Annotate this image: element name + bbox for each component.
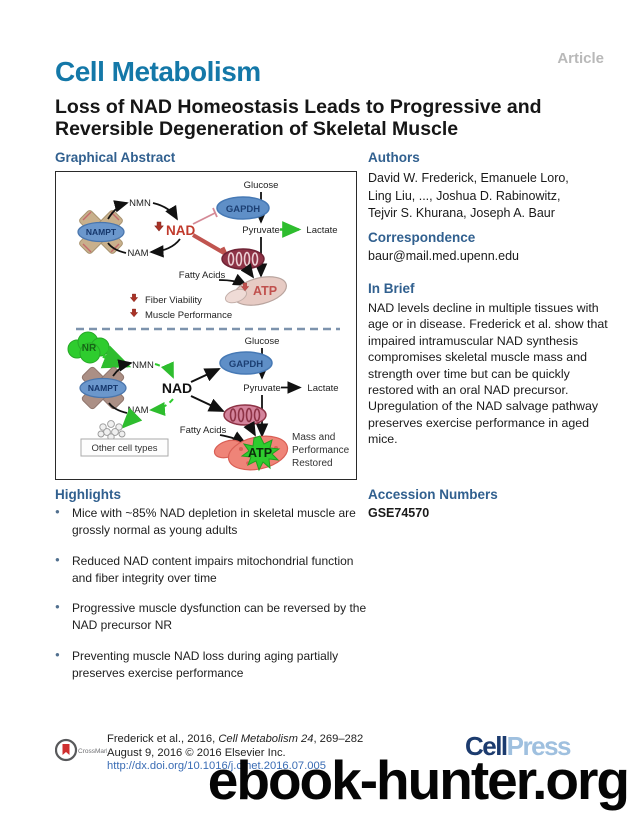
restored-caption: Mass and Performance Restored [292,432,350,469]
nad-to-mito-arrow-bottom [190,395,225,412]
authors-header: Authors [368,150,420,165]
highlight-item: Preventing muscle NAD loss during aging … [55,648,370,683]
svg-text:Fiber Viability: Fiber Viability [145,295,202,306]
citation-line: Frederick et al., 2016, Cell Metabolism … [107,733,364,745]
svg-text:Mass and: Mass and [292,432,335,443]
mitochondria-icon-bottom [223,404,267,426]
nampt-to-nmn-arrow-top [107,200,129,220]
fatty-acids-label-top: Fatty Acids [179,270,226,281]
nad-to-nam-dashed-arrow [149,398,174,416]
lactate-label-top: Lactate [306,225,337,236]
gapdh-label-bottom: GAPDH [229,359,263,370]
correspondence-header: Correspondence [368,230,476,245]
atp-starburst-icon [240,435,281,472]
in-brief-text: NAD levels decline in multiple tissues w… [368,301,608,447]
graphical-abstract-header: Graphical Abstract [55,150,176,165]
ebook-watermark: ebook-hunter.org [207,749,628,811]
atp-label-bottom: ATP [248,446,272,460]
nam-to-nampt-arrow-top [107,242,127,254]
gapdh-node-bottom: GAPDH [219,351,273,375]
nad-inhibits-gapdh-line [192,207,218,225]
muscle-icon-bottom: ATP [213,435,289,472]
citation-journal-volume: Cell Metabolism 24 [218,733,314,745]
nam-label-bottom: NAM [127,405,148,416]
citation-block: Frederick et al., 2016, Cell Metabolism … [107,733,363,774]
accession-numbers-header: Accession Numbers [368,487,498,502]
top-panel: Glucose GAPDH Pyruvate Lactate [77,180,338,321]
paper-title: Loss of NAD Homeostasis Leads to Progres… [55,96,603,140]
nad-to-nam-arrow-top [149,238,181,258]
glucose-label-top: Glucose [244,180,279,191]
svg-text:Performance: Performance [292,445,350,456]
nampt-knockout-icon-bottom: NAMPT [79,366,127,410]
nmn-label-bottom: NMN [132,360,154,371]
nampt-label-bottom: NAMPT [88,383,119,393]
paper-title-line1: Loss of NAD Homeostasis Leads to Progres… [55,96,542,118]
other-cell-types-box: Other cell types [80,438,169,457]
pyruvate-label-top: Pyruvate [242,225,280,236]
other-cell-types-label: Other cell types [92,443,158,454]
nad-to-gapdh-arrow-bottom [190,368,221,383]
svg-text:Restored: Restored [292,458,333,469]
nam-to-other-cells-arrow [121,407,143,429]
highlights-header: Highlights [55,487,121,502]
author-line: David W. Frederick, Emanuele Loro, [368,171,569,185]
bottom-panel: NR NMN NAMPT NAD NAM [67,331,350,472]
highlights-list: Mice with ~85% NAD depletion in skeletal… [55,505,370,695]
journal-logo: Cell Metabolism [55,56,261,87]
fatty-acids-label-bottom: Fatty Acids [180,425,227,436]
paper-title-line2: Reversible Degeneration of Skeletal Musc… [55,117,459,140]
accession-number: GSE74570 [368,506,430,520]
fiber-viability-line: Fiber Viability [129,293,202,306]
nampt-knockout-icon-top: NAMPT [77,210,125,254]
graphical-abstract-figure: Glucose GAPDH Pyruvate Lactate [55,171,357,480]
crossmark-icon: CrossMark [54,738,110,762]
copyright-line: August 9, 2016 © 2016 Elsevier Inc. [107,746,286,759]
author-names: David W. Frederick, Emanuele Loro, Ling … [368,170,614,223]
in-brief-header: In Brief [368,281,415,296]
lactate-label-bottom: Lactate [307,383,338,394]
pyruvate-label-bottom: Pyruvate [243,383,281,394]
gapdh-label-top: GAPDH [226,204,260,215]
correspondence-email: baur@mail.med.upenn.edu [368,249,519,263]
highlight-item: Reduced NAD content impairs mitochondria… [55,553,370,588]
crossmark-logo[interactable]: CrossMark [54,737,110,768]
nad-decreased-top: NAD [154,221,195,238]
author-line: Tejvir S. Khurana, Joseph A. Baur [368,206,555,220]
nad-label-top: NAD [166,223,195,238]
highlight-item: Progressive muscle dysfunction can be re… [55,600,370,635]
atp-label-top: ATP [253,284,277,298]
nampt-label-top: NAMPT [86,227,117,237]
gapdh-node-top: GAPDH [216,196,270,220]
nr-blob-icon: NR [67,331,110,364]
nmn-to-nad-arrow-top [152,202,178,221]
nr-label: NR [82,343,97,354]
other-cell-types-icon [97,420,126,441]
muscle-performance-line: Muscle Performance [129,308,232,321]
nmn-to-nad-dashed-arrow [154,361,174,379]
doi-link[interactable]: http://dx.doi.org/10.1016/j.cmet.2016.07… [107,760,326,773]
cellpress-cell-text: Cell [464,731,508,761]
svg-text:Muscle Performance: Muscle Performance [145,310,232,321]
graphical-abstract-svg: Glucose GAPDH Pyruvate Lactate [67,180,350,472]
glucose-label-bottom: Glucose [245,336,280,347]
nmn-label-top: NMN [129,198,151,209]
nam-label-top: NAM [127,248,148,259]
muscle-icon-top: ATP [224,276,287,306]
crossmark-label: CrossMark [78,748,107,755]
highlight-item: Mice with ~85% NAD depletion in skeletal… [55,505,370,540]
mitochondria-icon-top [221,248,265,270]
mito-to-atp-arrow-bottom [243,420,256,437]
author-line: Ling Liu, ..., Joshua D. Rabinowitz, [368,188,561,203]
nad-label-bottom: NAD [162,380,192,396]
cellpress-logo: CellPress [464,731,572,762]
article-type-label: Article [557,50,604,67]
nampt-to-nmn-arrow-bottom [112,359,133,377]
mito-to-atp-arrow-top [240,263,255,279]
cellpress-press-text: Press [506,731,572,761]
